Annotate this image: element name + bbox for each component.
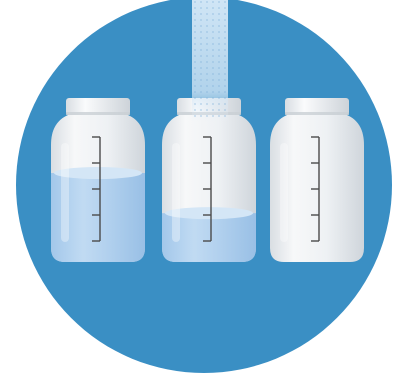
jar-left <box>49 98 147 264</box>
jar-middle <box>160 98 258 264</box>
jar-right <box>270 98 364 262</box>
jars-group <box>49 98 364 264</box>
water-stream <box>192 0 228 122</box>
